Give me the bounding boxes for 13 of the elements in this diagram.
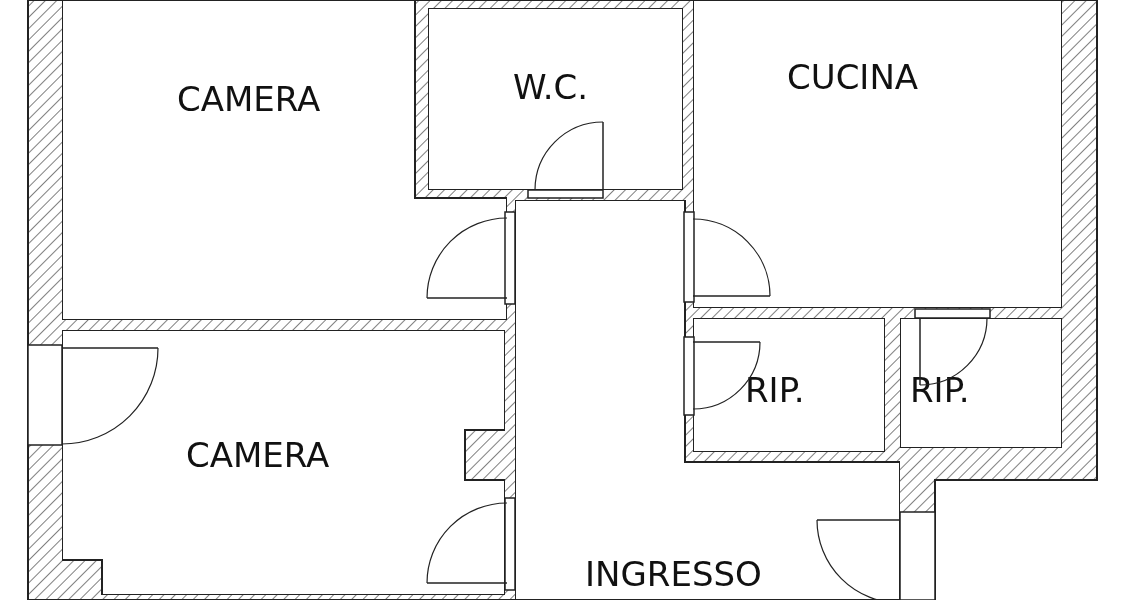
room-name: RIP.: [745, 373, 805, 407]
room-name: CAMERA: [177, 82, 321, 116]
room-name: CUCINA: [787, 60, 919, 94]
room-name: INGRESSO: [585, 557, 762, 591]
room-name: RIP.: [910, 373, 970, 407]
room-area: [693, 318, 885, 452]
room-area: [428, 8, 683, 190]
room-area: [62, 330, 505, 595]
room-name: CAMERA: [186, 438, 330, 472]
room-area: [900, 318, 1062, 448]
room-area: [515, 200, 900, 600]
room-area: [693, 0, 1062, 308]
room-name: W.C.: [513, 70, 589, 104]
